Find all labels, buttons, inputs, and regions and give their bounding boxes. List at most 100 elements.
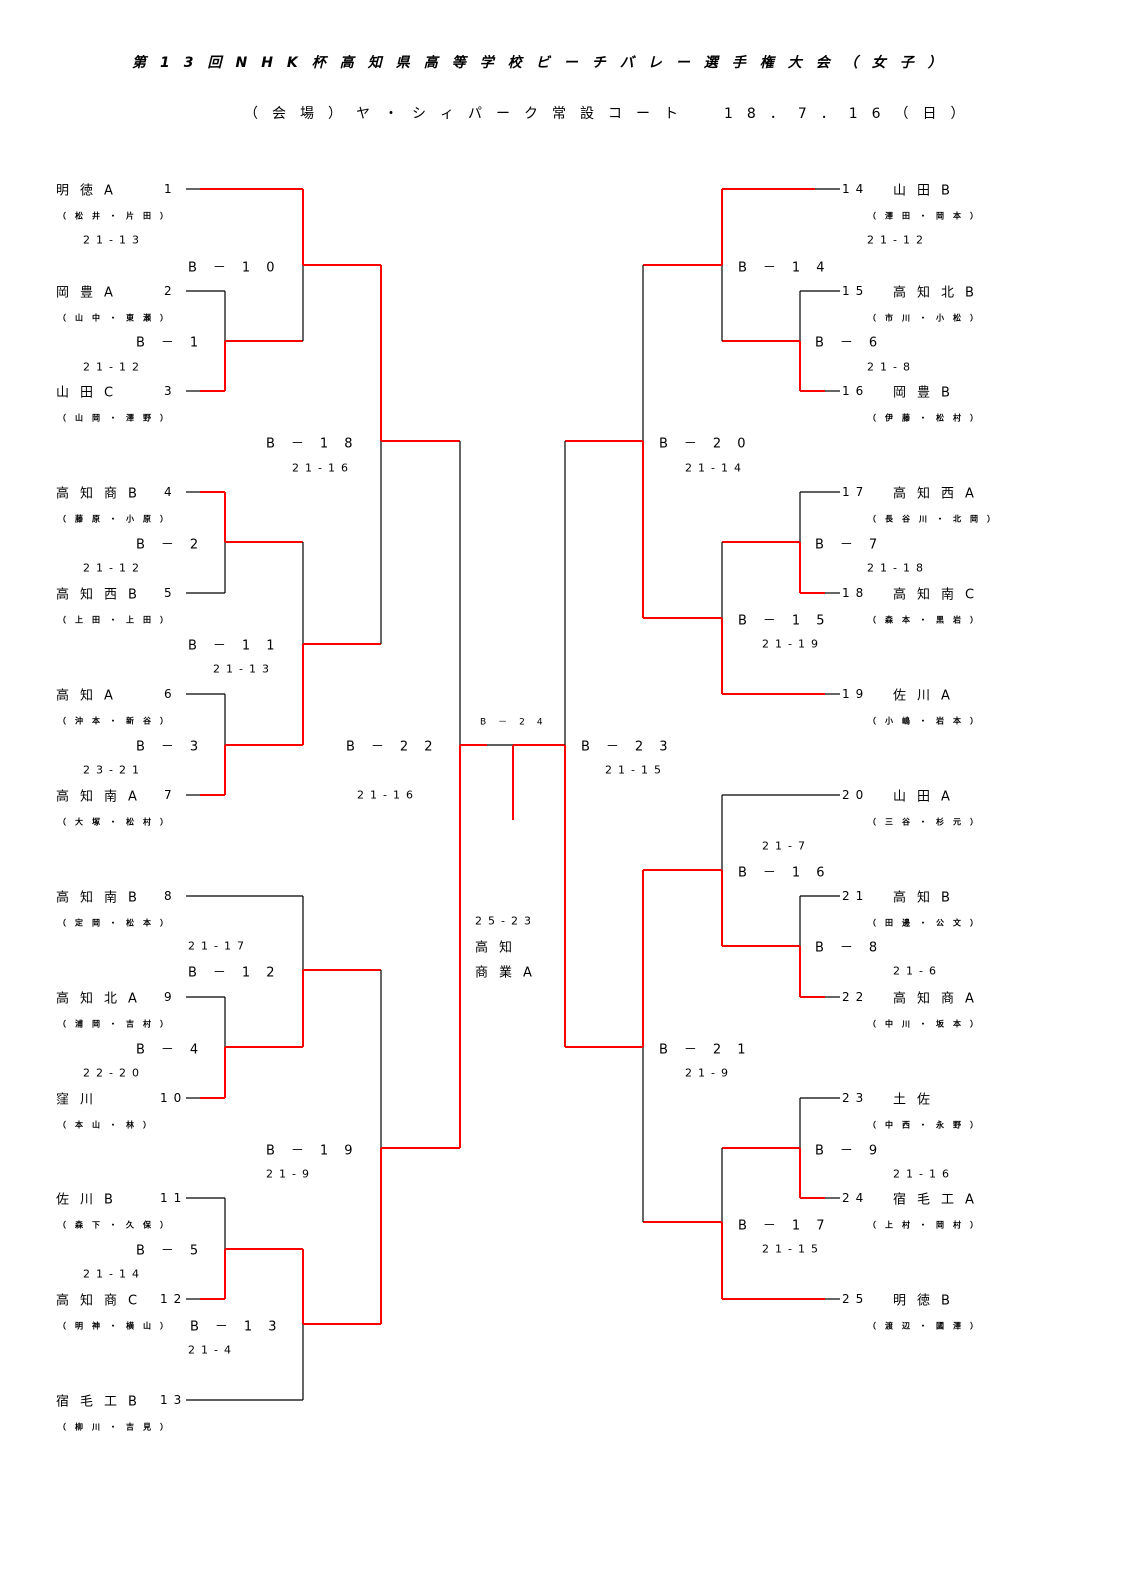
match-label: B－8 [815, 940, 894, 956]
team-name: 佐川A [893, 688, 961, 704]
match-score: 21-15 [605, 763, 667, 777]
team-seed: 24 [842, 1191, 870, 1205]
match-score: 21-18 [867, 561, 929, 575]
match-label: B－2 [136, 537, 215, 553]
team-seed: 7 [164, 788, 178, 802]
team-players: （松井・片田） [58, 211, 177, 221]
match-label: B－20 [659, 436, 762, 452]
team-players: （中西・永野） [868, 1120, 987, 1130]
team-name: 岡豊B [893, 385, 961, 401]
match-score: 21-16 [893, 1167, 955, 1181]
match-label: B－22 [346, 739, 449, 755]
team-players: （伊藤・松村） [868, 413, 987, 423]
match-label: B－10 [188, 260, 291, 276]
match-label: B－13 [190, 1319, 293, 1335]
team-players: （三谷・杉元） [868, 817, 987, 827]
team-name: 山田C [56, 385, 125, 401]
team-players: （市川・小松） [868, 313, 987, 323]
team-name: 高知南C [893, 587, 986, 603]
team-players: （渡辺・國澤） [868, 1321, 987, 1331]
match-label: B－3 [136, 739, 215, 755]
team-players: （田邊・公文） [868, 918, 987, 928]
team-name: 宿毛工A [893, 1192, 985, 1208]
team-seed: 1 [164, 182, 178, 196]
match-label: B－15 [738, 613, 841, 629]
match-label: B－19 [266, 1143, 369, 1159]
match-label: B－7 [815, 537, 894, 553]
team-seed: 15 [842, 284, 870, 298]
team-name: 高知B [893, 890, 961, 906]
champion-name-line1: 高知 [475, 940, 524, 956]
team-seed: 2 [164, 284, 178, 298]
match-label: B－24 [480, 717, 555, 728]
team-players: （本山・林） [58, 1120, 160, 1130]
team-seed: 11 [160, 1191, 188, 1205]
team-name: 高知南A [56, 789, 148, 805]
match-score: 21-17 [188, 939, 250, 953]
match-label: B－21 [659, 1042, 762, 1058]
match-label: B－1 [136, 335, 215, 351]
team-name: 高知南B [56, 890, 148, 906]
team-name: 窪川 [56, 1092, 105, 1108]
team-seed: 20 [842, 788, 870, 802]
match-label: B－11 [188, 638, 291, 654]
match-score: 21-9 [266, 1167, 315, 1181]
team-players: （森本・黒岩） [868, 615, 987, 625]
team-players: （上村・岡村） [868, 1220, 987, 1230]
match-score: 23-21 [83, 763, 145, 777]
team-players: （浦岡・吉村） [58, 1019, 177, 1029]
match-score: 21-14 [83, 1267, 145, 1281]
match-score: 21-14 [685, 461, 747, 475]
team-players: （定岡・松本） [58, 918, 177, 928]
team-seed: 12 [160, 1292, 188, 1306]
match-score: 21-15 [762, 1242, 824, 1256]
team-name: 高知A [56, 688, 124, 704]
team-players: （山中・東瀬） [58, 313, 177, 323]
match-label: B－12 [188, 965, 291, 981]
team-seed: 8 [164, 889, 178, 903]
match-label: B－17 [738, 1218, 841, 1234]
match-score: 21-16 [292, 461, 354, 475]
match-score: 25-23 [475, 914, 537, 928]
match-score: 21-16 [357, 788, 419, 802]
match-label: B－4 [136, 1042, 215, 1058]
venue-subtitle: （会場）ヤ・シィパーク常設コート [244, 106, 692, 122]
match-score: 21-13 [213, 662, 275, 676]
team-name: 佐川B [56, 1192, 124, 1208]
team-seed: 5 [164, 586, 178, 600]
match-label: B－23 [581, 739, 684, 755]
team-name: 高知商C [56, 1293, 149, 1309]
match-score: 21-6 [893, 964, 942, 978]
match-score: 21-19 [762, 637, 824, 651]
team-seed: 23 [842, 1091, 870, 1105]
team-name: 岡豊A [56, 285, 124, 301]
match-score: 22-20 [83, 1066, 145, 1080]
match-score: 21-7 [762, 839, 811, 853]
team-players: （山岡・澤野） [58, 413, 177, 423]
match-label: B－6 [815, 335, 894, 351]
match-label: B－14 [738, 260, 841, 276]
team-name: 高知商A [893, 991, 985, 1007]
team-seed: 21 [842, 889, 870, 903]
team-seed: 10 [160, 1091, 188, 1105]
match-score: 21-12 [83, 360, 145, 374]
match-score: 21-13 [83, 233, 145, 247]
team-players: （藤原・小原） [58, 514, 177, 524]
team-name: 高知北B [893, 285, 985, 301]
team-seed: 14 [842, 182, 870, 196]
team-seed: 17 [842, 485, 870, 499]
team-seed: 6 [164, 687, 178, 701]
champion-name-line2: 商業A [475, 965, 543, 981]
team-players: （長谷川・北岡） [868, 514, 1004, 524]
match-score: 21-12 [867, 233, 929, 247]
team-seed: 25 [842, 1292, 870, 1306]
team-name: 宿毛工B [56, 1394, 148, 1410]
tournament-title: 第13回NHK杯高知県高等学校ビーチバレー選手権大会（女子） [132, 55, 956, 71]
team-players: （大塚・松村） [58, 817, 177, 827]
team-players: （柳川・吉見） [58, 1422, 177, 1432]
team-name: 高知西B [56, 587, 148, 603]
team-players: （上田・上田） [58, 615, 177, 625]
match-label: B－9 [815, 1143, 894, 1159]
team-name: 高知北A [56, 991, 148, 1007]
